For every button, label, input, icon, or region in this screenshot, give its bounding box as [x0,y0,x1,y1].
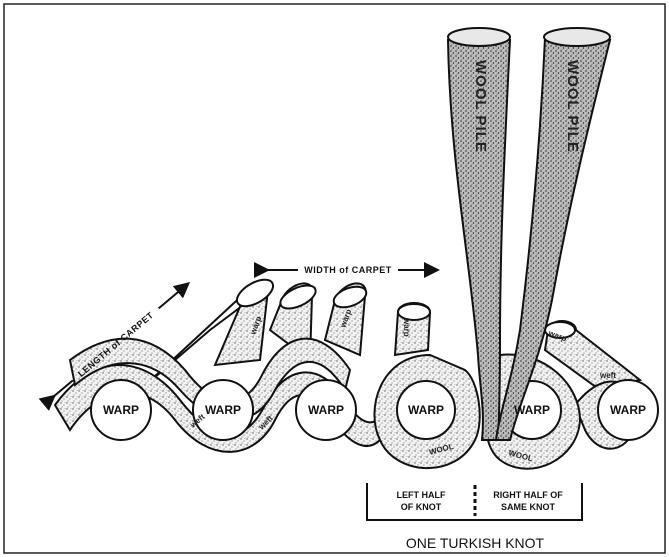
warp-label-1: WARP [103,403,139,417]
warp-label-5: WARP [514,403,550,417]
weft-label-3: weft [599,371,616,380]
warp-label-6: WARP [610,403,646,417]
left-half-label-line2: OF KNOT [401,502,442,512]
right-half-label-line2: SAME KNOT [501,502,556,512]
left-half-label-line1: LEFT HALF [397,490,446,500]
width-of-carpet-label: WIDTH of CARPET [304,265,392,275]
wool-pile-label-left: WOOL PILE [472,60,489,153]
wool-pile-label-right: WOOL PILE [564,60,581,153]
warp-small-label-3: warp [402,317,411,337]
warp-label-2: WARP [205,403,241,417]
warp-label-4: WARP [408,403,444,417]
warp-label-3: WARP [308,403,344,417]
one-turkish-knot-caption: ONE TURKISH KNOT [406,535,545,551]
right-half-label-line1: RIGHT HALF OF [493,490,563,500]
